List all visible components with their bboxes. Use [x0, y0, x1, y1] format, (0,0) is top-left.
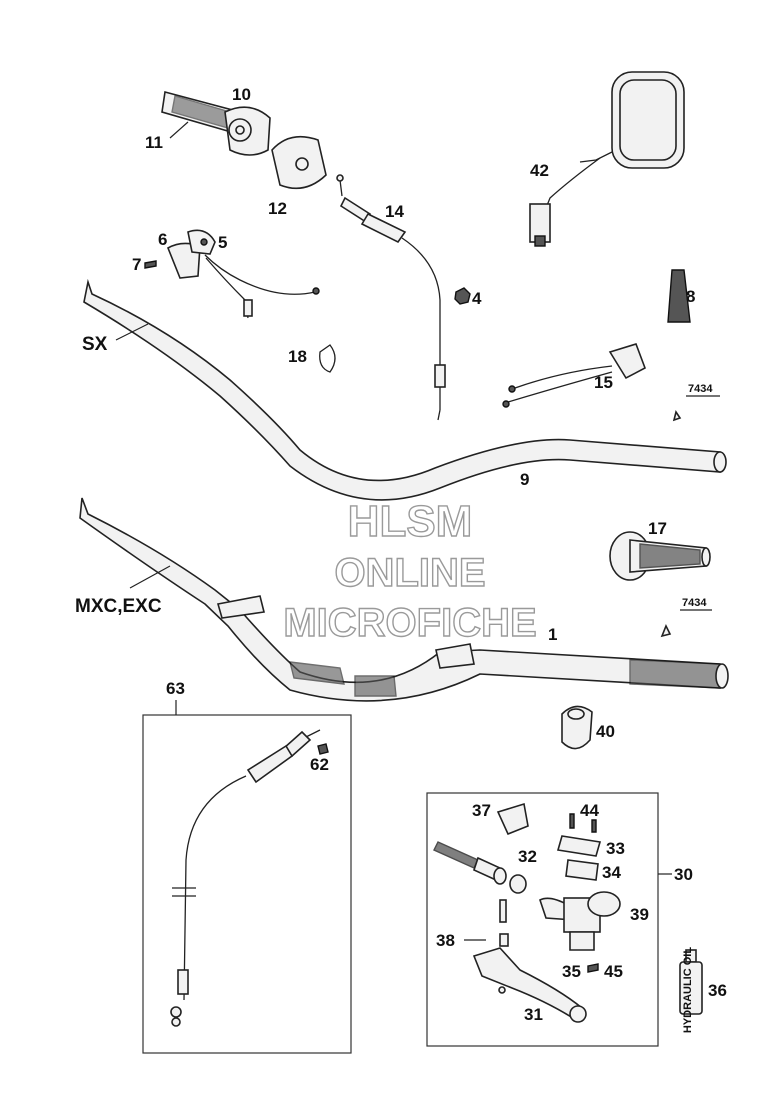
bottle-label: HYDRAULIC OIL — [682, 947, 694, 1033]
part-label-15: 15 — [594, 373, 613, 392]
part-label-14: 14 — [385, 202, 404, 221]
ref-label-bottom: 7434 — [682, 597, 707, 609]
watermark-line3: MICROFICHE — [283, 601, 536, 645]
part-label-37: 37 — [472, 801, 491, 820]
part-label-6: 6 — [158, 230, 167, 249]
reservoir-lid — [556, 835, 602, 857]
ref-label-top: 7434 — [688, 383, 713, 395]
part-label-30: 30 — [674, 865, 693, 884]
reservoir-cap — [496, 802, 529, 836]
part-label-35: 35 — [562, 962, 581, 981]
diaphragm — [565, 859, 599, 881]
nut — [454, 287, 471, 305]
handlebar-grip — [609, 531, 711, 581]
ref-drop-bottom — [660, 624, 672, 638]
part-label-62: 62 — [310, 755, 329, 774]
mirror — [529, 71, 685, 247]
clutch-cable — [170, 729, 321, 1027]
part-label-44: 44 — [580, 801, 599, 820]
part-label-45: 45 — [604, 962, 623, 981]
part-label-31: 31 — [524, 1005, 543, 1024]
clamp — [561, 705, 593, 750]
pivot-bolt — [499, 899, 507, 923]
clutch-cable-box — [142, 714, 352, 1054]
handlebar-mxc-exc — [79, 497, 729, 702]
part-label-36: 36 — [708, 981, 727, 1000]
part-label-39: 39 — [630, 905, 649, 924]
master-cylinder-body — [539, 891, 621, 951]
throttle-grip-assembly — [161, 90, 271, 156]
part-label-32: 32 — [518, 847, 537, 866]
adjuster-screw — [587, 963, 599, 973]
light-switch — [502, 343, 646, 408]
watermark: HLSM ONLINE MICROFICHE — [283, 496, 538, 645]
piston-kit — [433, 841, 527, 894]
part-label-11: 11 — [145, 133, 163, 152]
part-label-42: 42 — [530, 161, 549, 180]
hydraulic-oil-bottle: HYDRAULIC OIL — [679, 947, 703, 1033]
cable-end — [317, 743, 329, 755]
leader-mxc-exc — [129, 565, 171, 589]
variant-label-mxc-exc: MXC,EXC — [75, 596, 162, 617]
handlebar-sx — [83, 278, 727, 501]
part-label-33: 33 — [606, 839, 625, 858]
part-label-63: 63 — [166, 679, 185, 698]
part-label-5: 5 — [218, 233, 227, 252]
pivot-bushing — [499, 933, 509, 947]
part-label-10: 10 — [232, 85, 251, 104]
ref-drop-top — [672, 410, 682, 422]
watermark-line2: ONLINE — [334, 551, 485, 595]
screw-44b — [591, 819, 597, 833]
part-label-38: 38 — [436, 931, 455, 950]
part-label-12: 12 — [268, 199, 287, 218]
rubber-boot — [667, 269, 691, 323]
part-label-40: 40 — [596, 722, 615, 741]
leader-sx — [115, 323, 149, 341]
screw-7 — [144, 260, 157, 269]
part-label-4: 4 — [472, 289, 482, 308]
screw-44a — [569, 813, 575, 829]
cable-tie — [319, 344, 336, 373]
part-label-9: 9 — [520, 470, 529, 489]
part-label-7: 7 — [132, 255, 141, 274]
part-label-18: 18 — [288, 347, 307, 366]
leader-11 — [169, 121, 189, 139]
part-label-17: 17 — [648, 519, 667, 538]
part-label-8: 8 — [686, 287, 695, 306]
throttle-cable — [336, 174, 446, 421]
part-label-1: 1 — [548, 625, 557, 644]
variant-label-sx: SX — [82, 334, 108, 355]
part-label-34: 34 — [602, 863, 621, 882]
brake-master-box — [426, 792, 659, 1047]
watermark-line1: HLSM — [348, 497, 473, 546]
brake-lever — [472, 947, 587, 1023]
kill-switch — [166, 229, 320, 319]
